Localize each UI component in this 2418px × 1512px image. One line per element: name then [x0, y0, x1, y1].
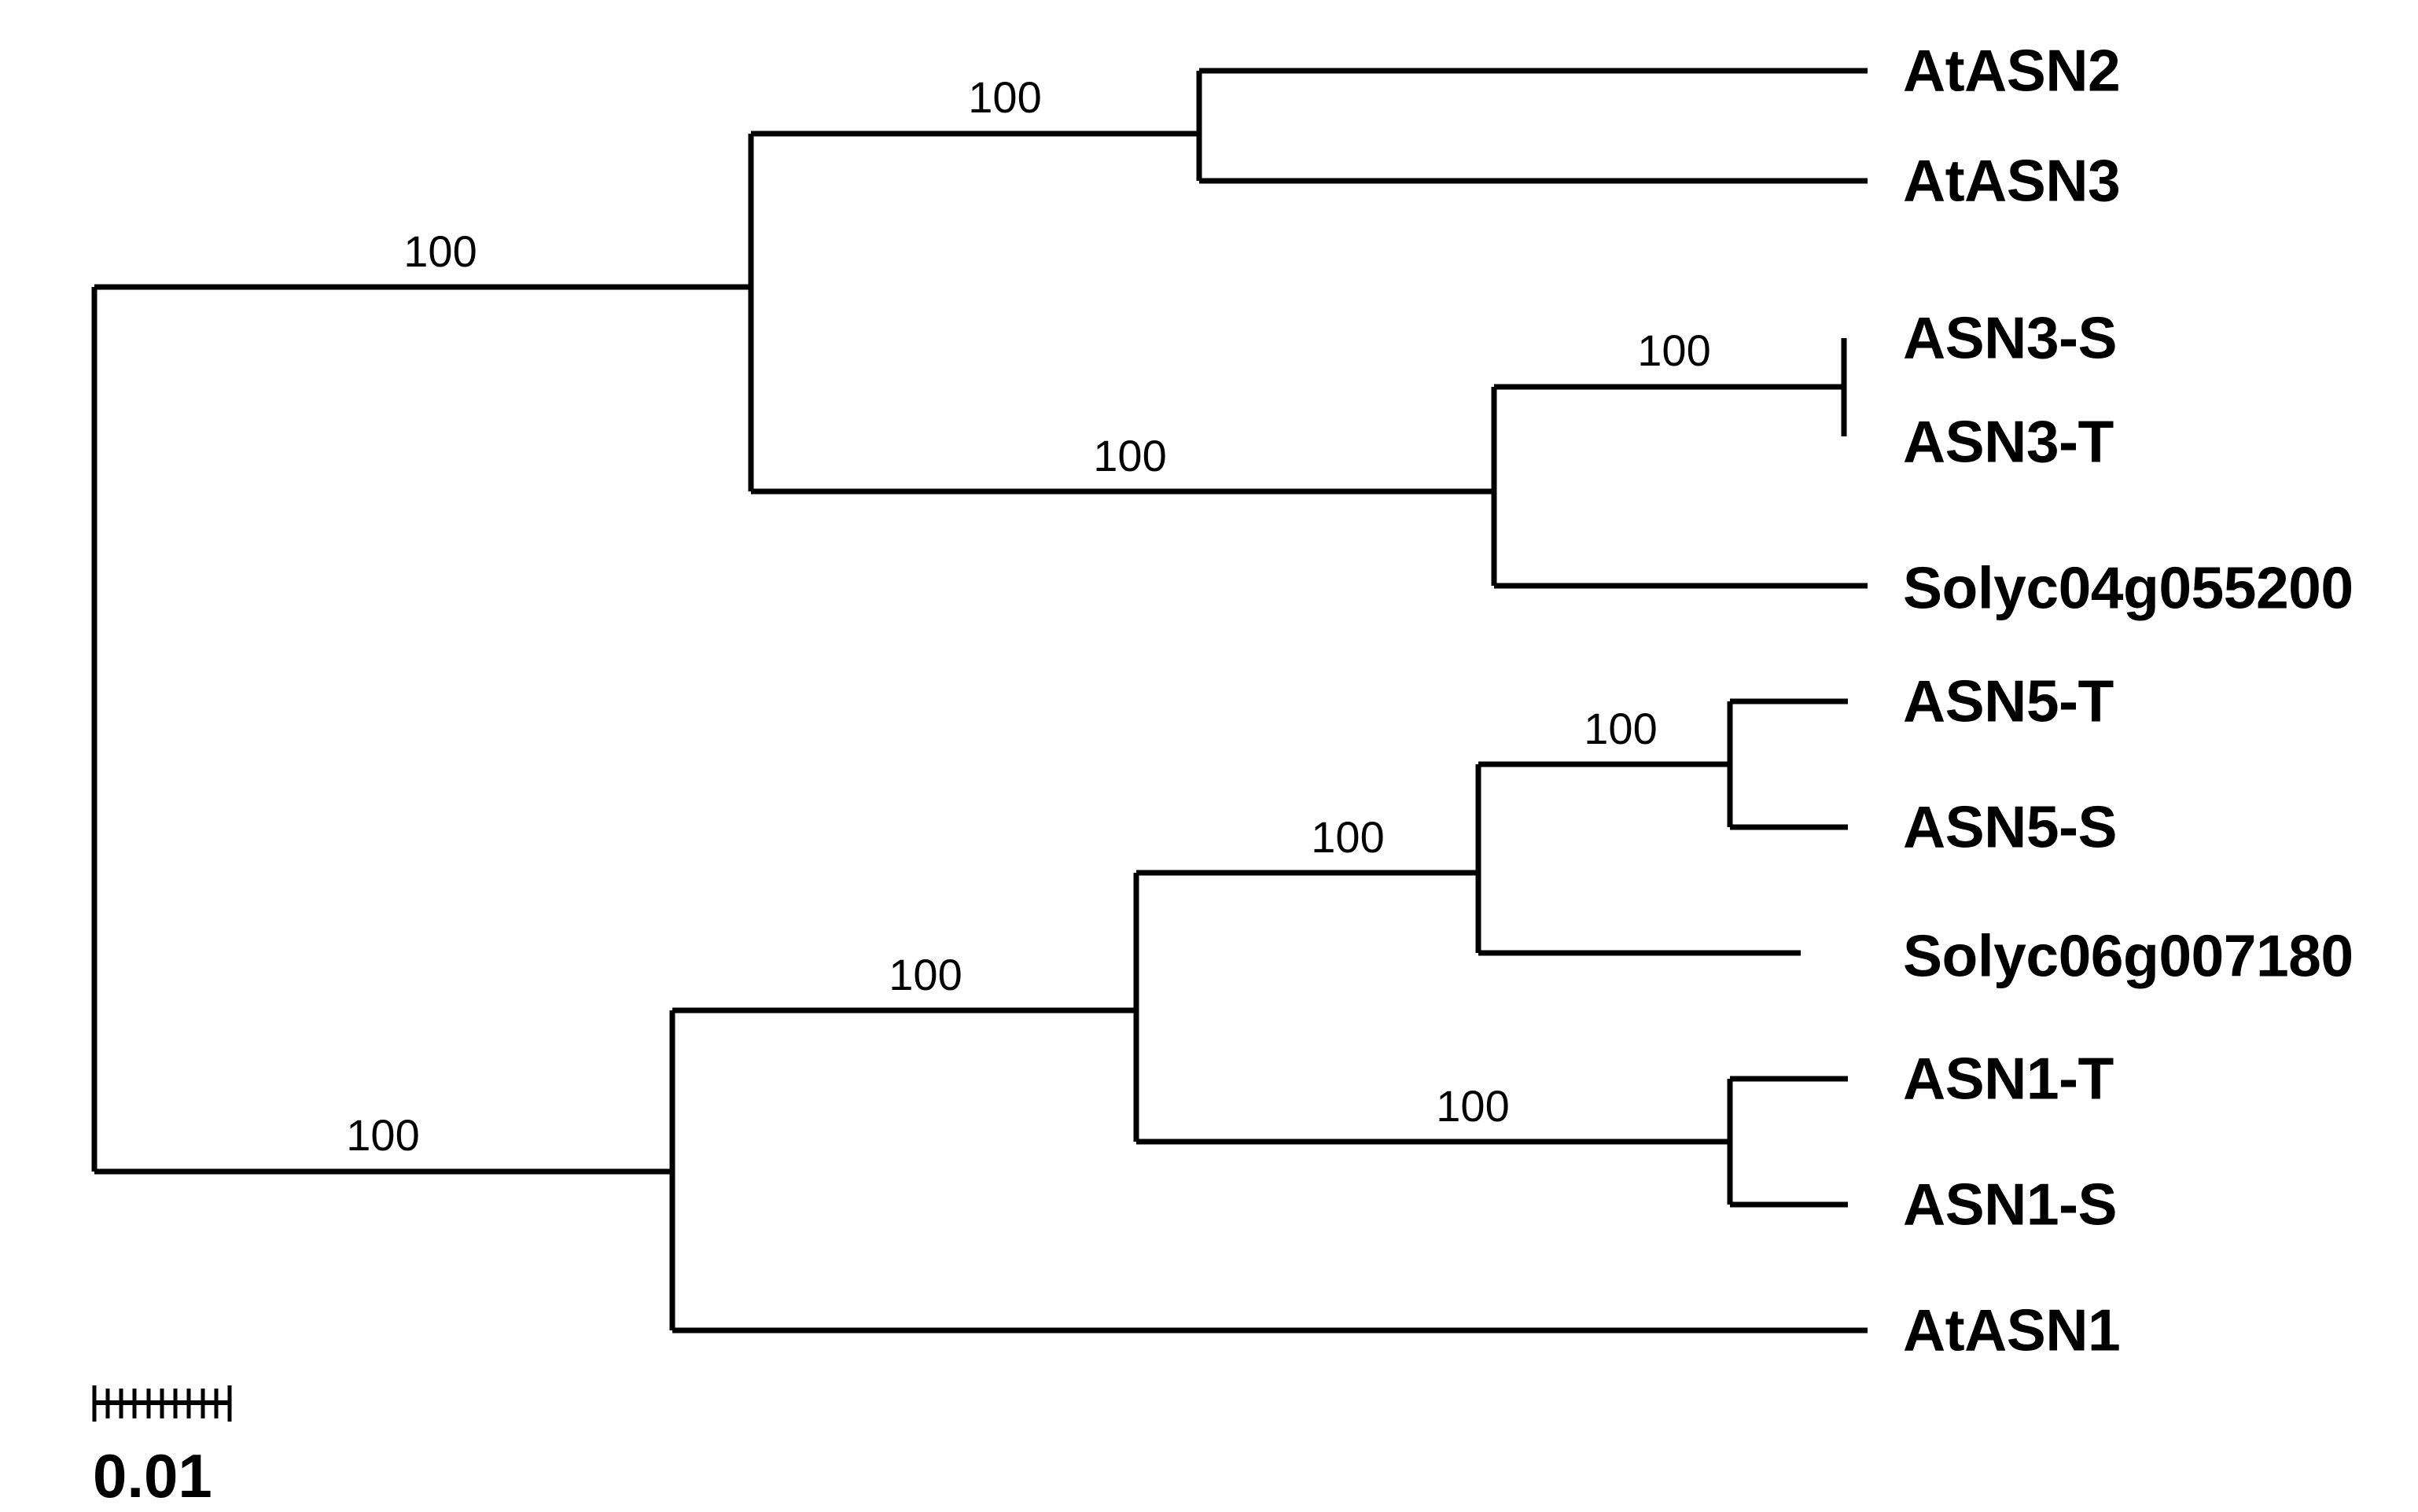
taxon-label-asn3-t: ASN3-T — [1903, 408, 2114, 475]
support-label-root-upper: 100 — [403, 226, 477, 276]
taxon-label-atasn2: AtASN2 — [1903, 37, 2121, 104]
scale-bar — [92, 1385, 232, 1422]
support-label-root-lower: 100 — [346, 1110, 420, 1160]
taxon-label-solyc06g007180: Solyc06g007180 — [1903, 922, 2354, 989]
scale-bar-caption: 0.01 — [93, 1441, 212, 1510]
taxon-label-atasn1: AtASN1 — [1903, 1297, 2121, 1363]
support-label-atasn2-atasn3: 100 — [968, 72, 1042, 122]
support-label-asn5-clade: 100 — [1311, 812, 1385, 862]
support-label-asn3-clade: 100 — [1093, 431, 1167, 480]
taxon-label-asn1-s: ASN1-S — [1903, 1171, 2118, 1238]
support-label-asn5-asn1-group: 100 — [889, 950, 962, 999]
support-label-asn1-pair: 100 — [1436, 1081, 1510, 1131]
taxon-label-asn5-t: ASN5-T — [1903, 668, 2114, 734]
taxon-label-asn5-s: ASN5-S — [1903, 793, 2118, 860]
support-label-asn3-pair: 100 — [1637, 326, 1711, 375]
taxon-label-solyc04g055200: Solyc04g055200 — [1903, 554, 2354, 621]
taxon-label-atasn3: AtASN3 — [1903, 147, 2121, 214]
support-label-asn5-pair: 100 — [1584, 704, 1658, 753]
taxon-label-asn1-t: ASN1-T — [1903, 1045, 2114, 1112]
taxon-label-asn3-s: ASN3-S — [1903, 304, 2118, 371]
